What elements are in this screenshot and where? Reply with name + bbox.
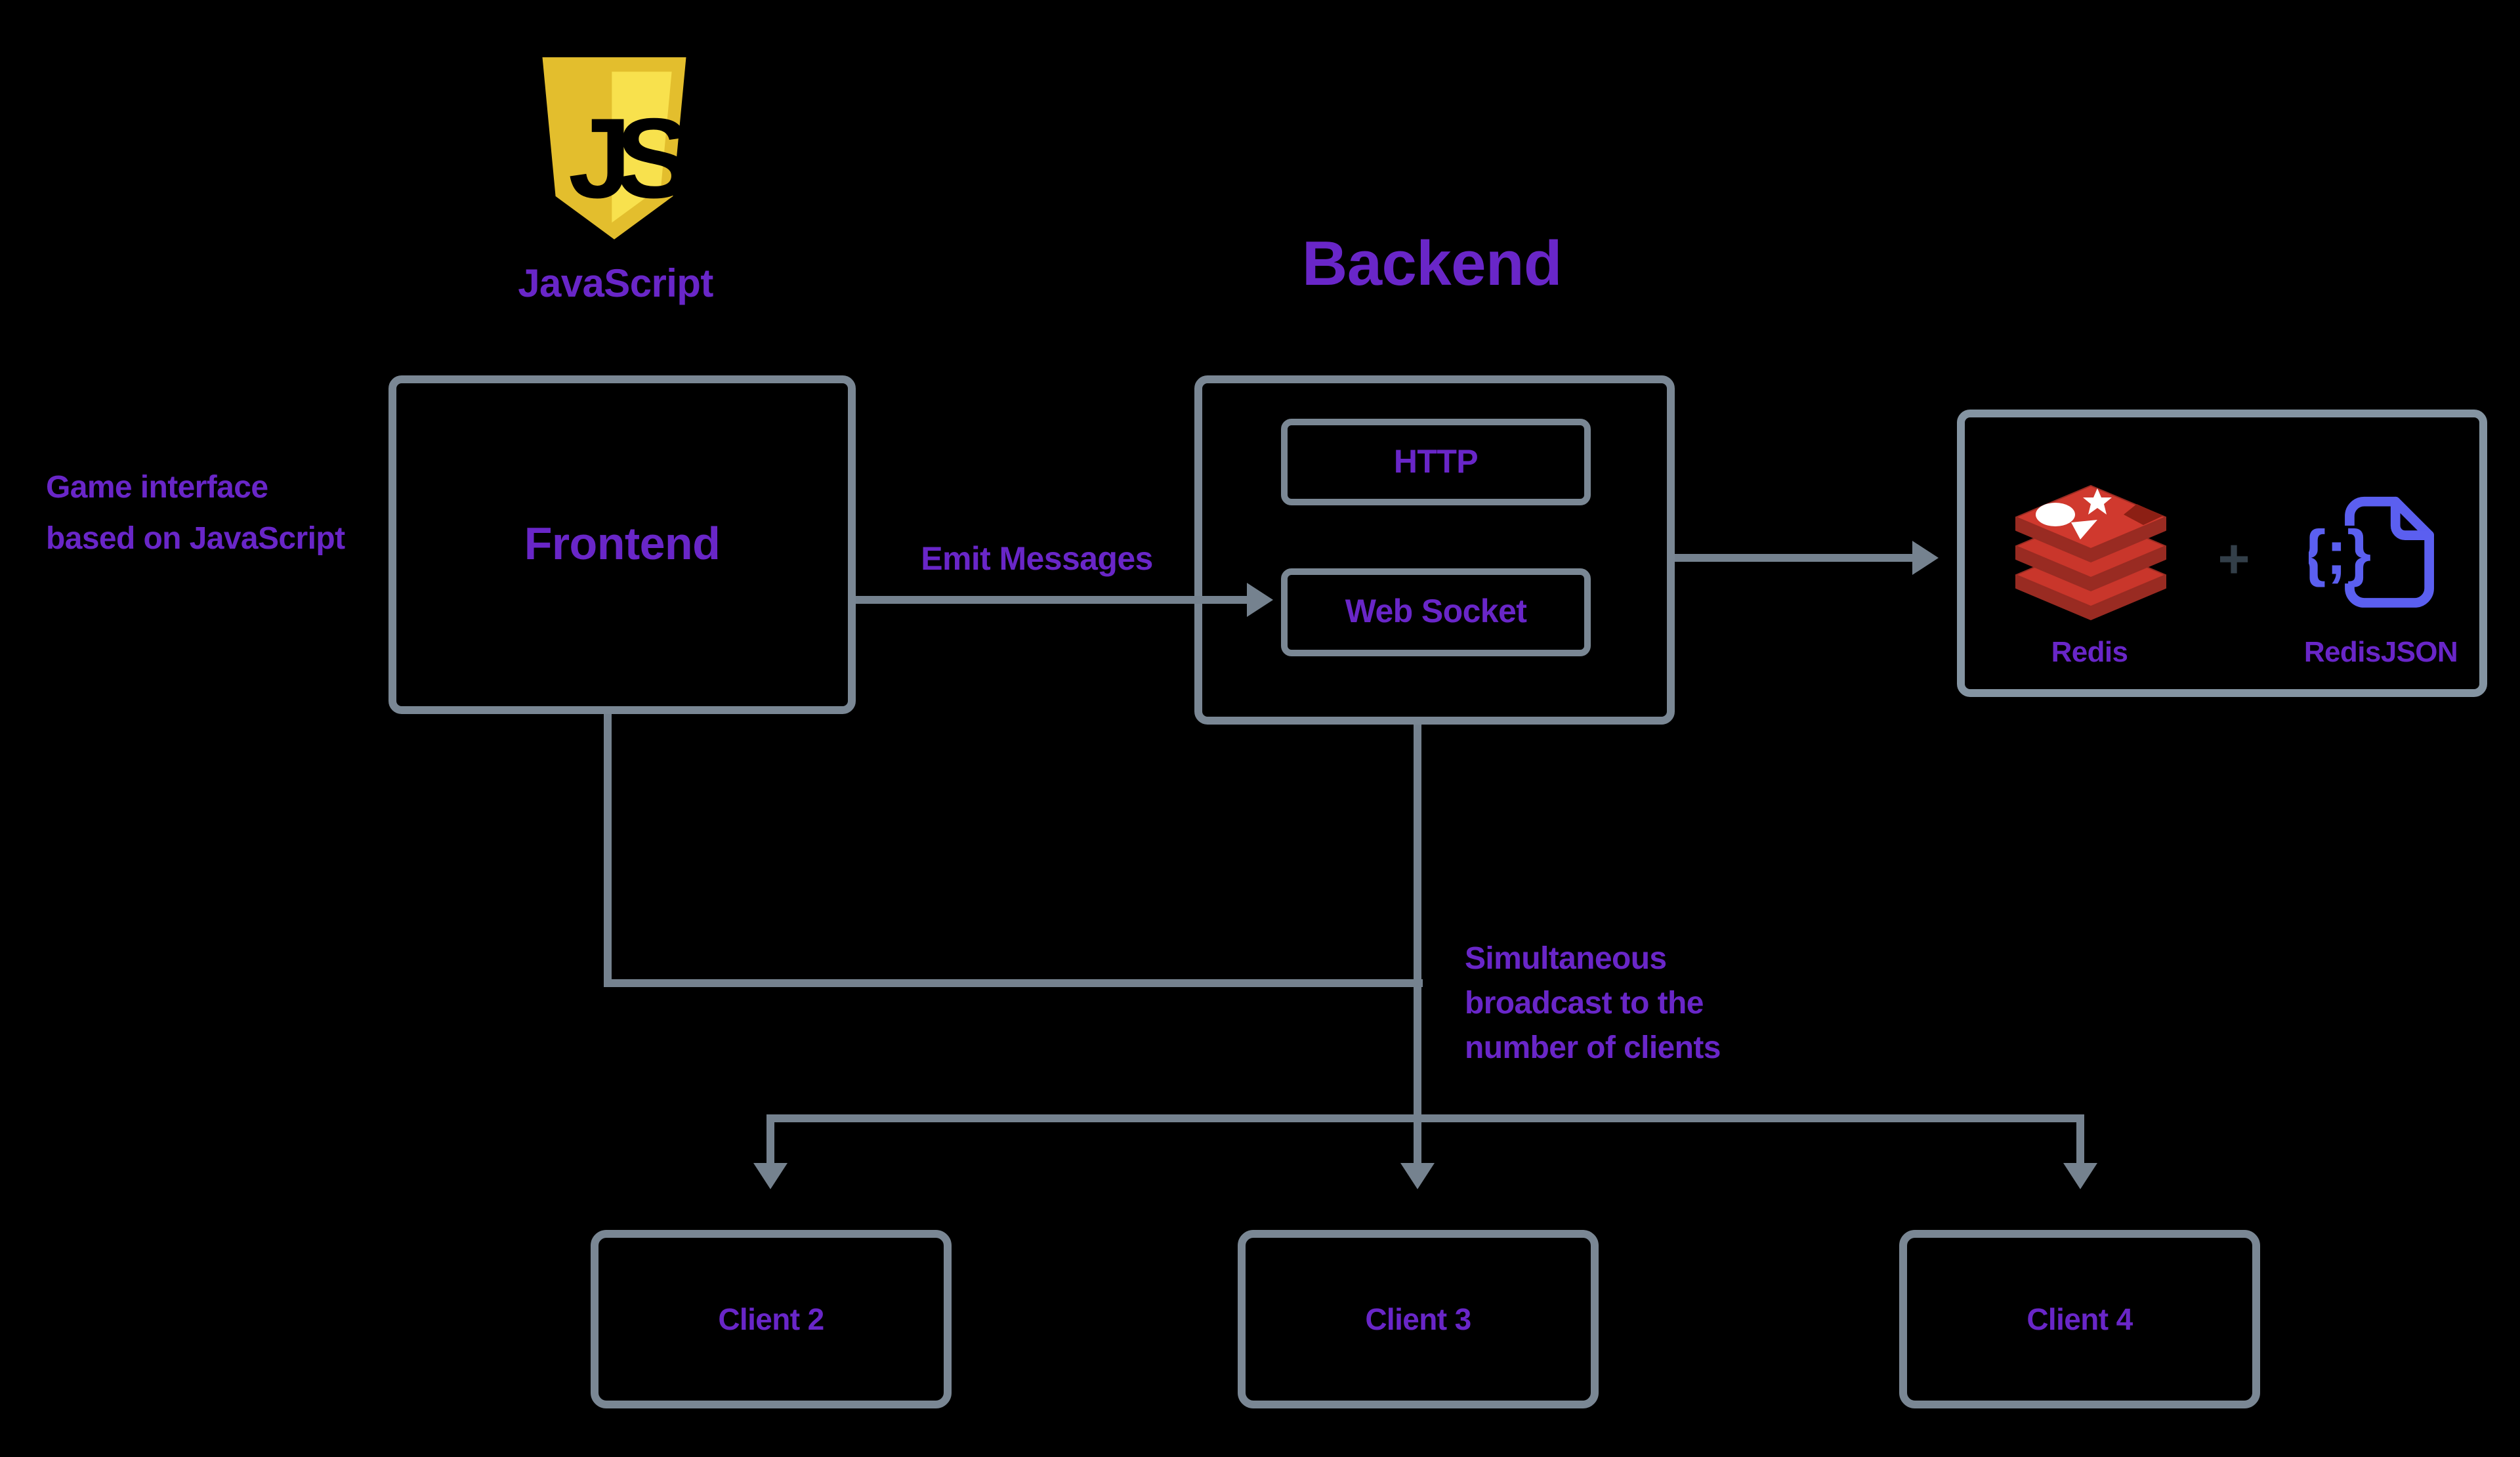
client4-arrowhead	[2063, 1163, 2097, 1189]
redis-triangle-shape	[2071, 520, 2097, 539]
client-box-4: Client 4	[1899, 1230, 2260, 1408]
broadcast-annotation-line1: Simultaneous	[1465, 941, 1667, 977]
websocket-box: Web Socket	[1281, 568, 1591, 656]
client-box-3: Client 3	[1238, 1230, 1599, 1408]
client2-arrow	[766, 1118, 774, 1166]
http-box: HTTP	[1281, 419, 1591, 505]
redis-caption: Redis	[2051, 635, 2128, 668]
backend-to-redis-arrowhead	[1912, 541, 1939, 575]
backend-title: Backend	[1302, 230, 1563, 299]
redis-star-shape	[2083, 488, 2112, 515]
frontend-connector-vertical	[604, 714, 612, 987]
backend-box: HTTP Web Socket	[1194, 375, 1675, 725]
client2-label: Client 2	[718, 1301, 824, 1336]
emit-messages-label: Emit Messages	[921, 541, 1153, 578]
plus-icon: +	[2217, 528, 2250, 589]
frontend-annotation-line1: Game interface	[46, 470, 268, 505]
client4-arrow	[2076, 1118, 2084, 1166]
broadcast-annotation-line3: number of clients	[1465, 1030, 1721, 1066]
svg-text:J: J	[568, 95, 631, 222]
websocket-label: Web Socket	[1345, 593, 1527, 630]
redisjson-caption: RedisJSON	[2303, 635, 2458, 668]
http-label: HTTP	[1393, 443, 1479, 480]
backend-to-redis-arrow	[1675, 554, 1912, 562]
client3-arrow	[1414, 1118, 1421, 1166]
backend-connector-vertical	[1414, 725, 1421, 1122]
broadcast-distribution-line	[766, 1114, 2084, 1122]
redis-diamond-shape	[2124, 504, 2163, 525]
client3-arrowhead	[1400, 1163, 1435, 1189]
js-shield-panel	[612, 72, 672, 223]
frontend-annotation-line2: based on JavaScript	[46, 521, 345, 557]
javascript-caption: JavaScript	[518, 263, 713, 306]
emit-messages-arrow	[856, 596, 1247, 604]
client4-label: Client 4	[2026, 1301, 2133, 1336]
redis-storage-box: + {;} Redis RedisJSON	[1957, 410, 2487, 697]
broadcast-annotation-line2: broadcast to the	[1465, 986, 1704, 1021]
broadcast-annotation: Simultaneous broadcast to the number of …	[1465, 937, 1721, 1071]
frontend-connector-horizontal	[604, 979, 1423, 987]
svg-text:{;}: {;}	[2309, 518, 2371, 587]
frontend-annotation: Game interface based on JavaScript	[46, 462, 345, 564]
emit-messages-arrowhead	[1247, 583, 1273, 617]
svg-text:S: S	[616, 95, 692, 222]
redis-logo-icon	[2015, 485, 2166, 620]
javascript-logo-icon: J S	[542, 57, 692, 240]
client-box-2: Client 2	[591, 1230, 952, 1408]
frontend-label: Frontend	[524, 518, 721, 570]
redisjson-file-icon: {;}	[2309, 496, 2434, 608]
client2-arrowhead	[753, 1163, 788, 1189]
client3-label: Client 3	[1365, 1301, 1471, 1336]
frontend-box: Frontend	[388, 375, 856, 714]
redis-ellipse-shape	[2036, 503, 2075, 526]
